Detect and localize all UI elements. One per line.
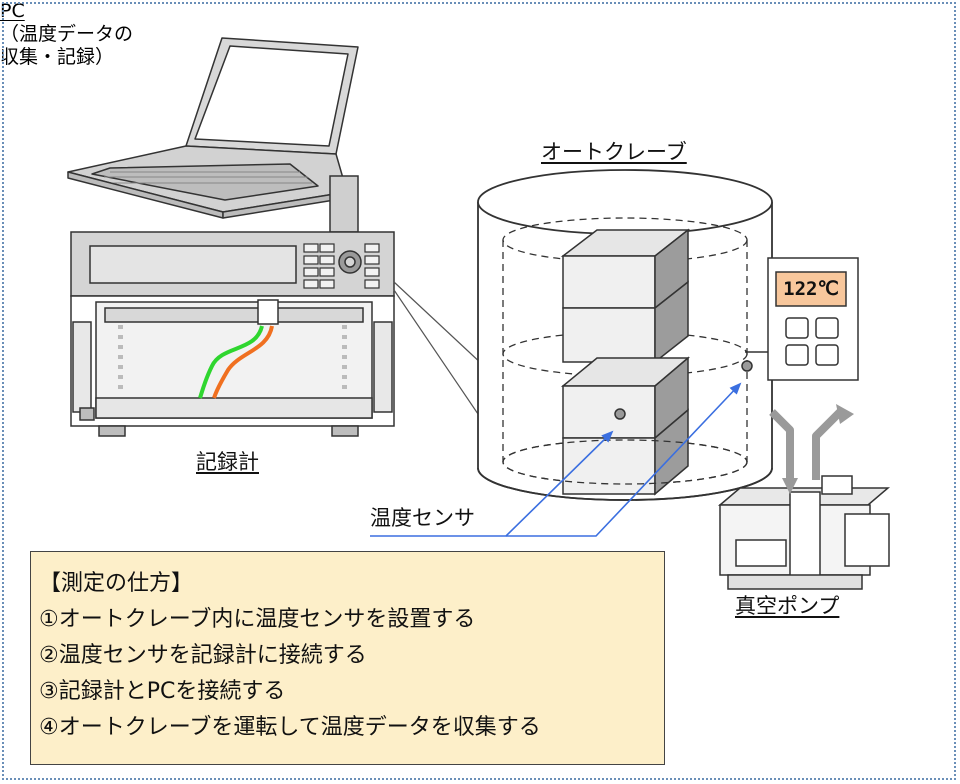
pump-intake-arrow [782, 478, 798, 494]
vacuum-pump-label: 真空ポンプ [735, 594, 840, 618]
laptop-icon [67, 37, 359, 219]
autoclave-icon [477, 169, 773, 501]
pc-note-line1: （温度データの [0, 22, 134, 45]
procedure-step: ②温度センサを記録計に接続する [39, 643, 367, 668]
orange-wire [212, 325, 274, 399]
procedure-step: ④オートクレーブを運転して温度データを収集する [39, 715, 541, 740]
procedure-step: ③記録計とPCを接続する [39, 679, 286, 704]
temperature-display: 122℃ [783, 278, 839, 300]
pump-exhaust-arrow [836, 404, 854, 424]
sensor-dot-inner [614, 408, 626, 420]
autoclave-label: オートクレーブ [541, 140, 687, 164]
temperature-sensor-label: 温度センサ [370, 506, 475, 530]
pc-label: PC （温度データの 収集・記録） [0, 0, 960, 68]
procedure-box: 【測定の仕方】 ①オートクレーブ内に温度センサを設置する ②温度センサを記録計に… [30, 551, 665, 765]
pc-note-line2: 収集・記録） [0, 45, 115, 68]
controller-panel-icon [745, 257, 859, 381]
vacuum-pump-icon [717, 407, 891, 590]
procedure-step: ①オートクレーブ内に温度センサを設置する [39, 607, 476, 632]
procedure-heading: 【測定の仕方】 [39, 571, 194, 596]
recorder-icon [70, 175, 395, 437]
green-wire [198, 325, 264, 399]
recorder-label: 記録計 [196, 450, 259, 474]
temperature-sensor-pointer [370, 382, 742, 537]
pc-title: PC [0, 0, 25, 22]
sensor-dot-wall [741, 360, 753, 372]
